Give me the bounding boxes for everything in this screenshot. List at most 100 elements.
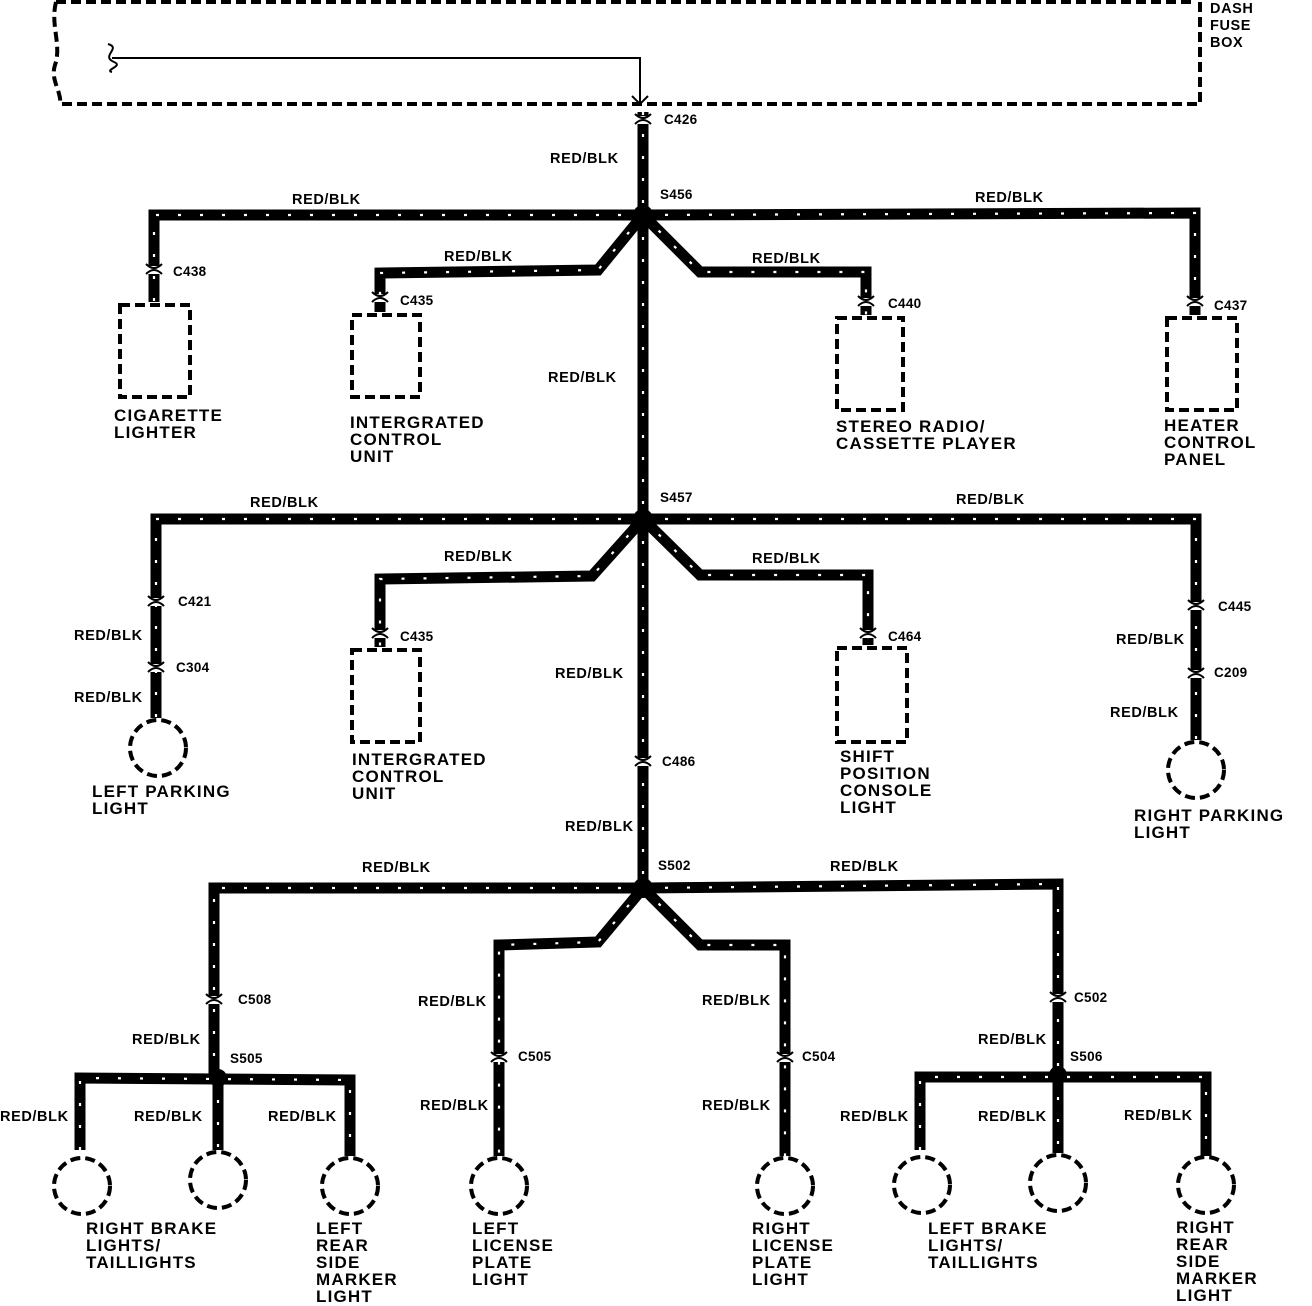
connector-c464-mark — [859, 627, 877, 639]
wire-label: RED/BLK — [134, 1109, 203, 1125]
left-license-label-2: LICENSE — [472, 1236, 554, 1255]
wire-left-rear-stripe — [212, 886, 643, 1078]
connector-c508-label: C508 — [238, 992, 272, 1007]
heater-box — [1165, 316, 1239, 412]
shift-position-label-1: SHIFT — [840, 747, 895, 766]
connector-c502-label: C502 — [1074, 990, 1107, 1005]
wire-heater-stripe — [642, 211, 1197, 315]
wire-shift-stripe — [642, 518, 870, 645]
right-rear-marker-label-1: RIGHT — [1176, 1218, 1235, 1237]
right-rear-marker-label-5: LIGHT — [1176, 1286, 1233, 1305]
wire-label: RED/BLK — [555, 666, 624, 682]
connector-c209-mark — [1187, 667, 1205, 679]
connector-c435b-label: C435 — [400, 629, 434, 644]
connector-c209-label: C209 — [1214, 665, 1247, 680]
shift-position-label-4: LIGHT — [840, 798, 897, 817]
connector-c304-mark — [147, 661, 165, 673]
wire-label: RED/BLK — [565, 819, 634, 835]
component-labels: CIGARETTE LIGHTER INTERGRATED CONTROL UN… — [86, 406, 1283, 1306]
left-brake-lamp — [892, 1155, 952, 1215]
left-license-label-4: LIGHT — [472, 1270, 529, 1289]
lamps — [52, 718, 1236, 1216]
icu-1-label-3: UNIT — [350, 447, 394, 466]
wire-cigarette — [148, 209, 643, 302]
splice-s456-label: S456 — [660, 187, 693, 202]
splice-s506-label: S506 — [1070, 1049, 1103, 1064]
connector-c435-label: C435 — [400, 293, 434, 308]
wire-label: RED/BLK — [840, 1109, 909, 1125]
wire-label: RED/BLK — [420, 1098, 489, 1114]
connector-c421-mark — [147, 595, 165, 607]
connector-c435b-mark — [371, 627, 389, 639]
wire-label: RED/BLK — [1110, 705, 1179, 721]
connector-c508-mark — [205, 993, 223, 1005]
wire-right-license-stripe — [642, 887, 787, 1156]
connector-c437-label: C437 — [1214, 298, 1247, 313]
cigarette-lighter-label-2: LIGHTER — [114, 423, 197, 442]
right-parking-label-2: LIGHT — [1134, 823, 1191, 842]
icu-1-box — [350, 313, 422, 399]
left-parking-label-1: LEFT PARKING — [92, 782, 231, 801]
left-rear-marker-label-1: LEFT — [316, 1219, 363, 1238]
stereo-label-2: CASSETTE PLAYER — [836, 434, 1017, 453]
wire-label: RED/BLK — [362, 860, 431, 876]
connector-c504-mark — [776, 1051, 794, 1063]
icu-1-label-1: INTERGRATED — [350, 413, 485, 432]
connector-c421-label: C421 — [178, 594, 212, 609]
wire-label: RED/BLK — [752, 251, 821, 267]
splice-s502-dot — [633, 878, 653, 898]
wire-label: RED/BLK — [268, 1109, 337, 1125]
right-license-label-4: LIGHT — [752, 1270, 809, 1289]
right-rear-marker-lamp — [1176, 1155, 1236, 1215]
icu-2-label-1: INTERGRATED — [352, 750, 487, 769]
connector-labels: C426 C438 C435 C440 C437 C421 C304 C435 … — [173, 112, 1252, 1064]
splice-points — [209, 205, 1067, 1087]
wire-label: RED/BLK — [250, 495, 319, 511]
splice-s505-dot — [209, 1069, 227, 1087]
wire-icu1-stripe — [378, 214, 644, 312]
connector-c435-mark — [371, 291, 389, 303]
wire-right-parking-stripe — [643, 517, 1198, 740]
connector-c426-mark — [634, 113, 652, 125]
splice-s505-label: S505 — [230, 1051, 263, 1066]
right-rear-marker-label-2: REAR — [1176, 1235, 1229, 1254]
connector-c438-mark — [145, 263, 163, 275]
right-parking-lamp — [1166, 740, 1226, 800]
fuse-box-label-3: BOX — [1210, 35, 1243, 51]
connector-c504-label: C504 — [802, 1049, 836, 1064]
icu-2-label-2: CONTROL — [352, 767, 444, 786]
wire-shift — [639, 515, 874, 645]
wire-right-rear — [642, 878, 1064, 1075]
right-rear-marker-label-3: SIDE — [1176, 1252, 1220, 1271]
connector-c437-mark — [1186, 295, 1204, 307]
connector-c440-label: C440 — [888, 296, 921, 311]
connector-c438-label: C438 — [173, 264, 207, 279]
icu-2-box — [350, 648, 422, 744]
connector-c304-label: C304 — [176, 660, 210, 675]
wire-label: RED/BLK — [132, 1032, 201, 1048]
wire-labels: RED/BLK RED/BLK RED/BLK RED/BLK RED/BLK … — [0, 151, 1192, 1125]
wire-label: RED/BLK — [956, 492, 1025, 508]
splice-labels: S456 S457 S502 S505 S506 — [230, 187, 1103, 1066]
cigarette-lighter-label-1: CIGARETTE — [114, 406, 223, 425]
shift-position-label-3: CONSOLE — [840, 781, 932, 800]
stereo-label-1: STEREO RADIO/ — [836, 417, 986, 436]
wires — [74, 112, 1212, 1156]
left-rear-marker-label-4: MARKER — [316, 1270, 398, 1289]
splice-s502-label: S502 — [658, 858, 691, 873]
wire-left-rear — [208, 882, 643, 1078]
wire-left-parking-stripe — [154, 517, 643, 718]
left-brake-label-2: LIGHTS/ — [928, 1236, 1003, 1255]
shift-position-label-2: POSITION — [840, 764, 931, 783]
connector-marks — [145, 113, 1205, 1063]
wire-label: RED/BLK — [702, 993, 771, 1009]
wire-label: RED/BLK — [444, 249, 513, 265]
connector-c445-label: C445 — [1218, 599, 1252, 614]
connector-c426-label: C426 — [664, 112, 698, 127]
wire-cigarette-stripe — [152, 213, 643, 302]
right-license-label-1: RIGHT — [752, 1219, 811, 1238]
wire-left-license — [493, 884, 648, 1156]
cigarette-lighter-box — [118, 303, 192, 399]
right-license-label-2: LICENSE — [752, 1236, 834, 1255]
right-brake-label-3: TAILLIGHTS — [86, 1253, 197, 1272]
